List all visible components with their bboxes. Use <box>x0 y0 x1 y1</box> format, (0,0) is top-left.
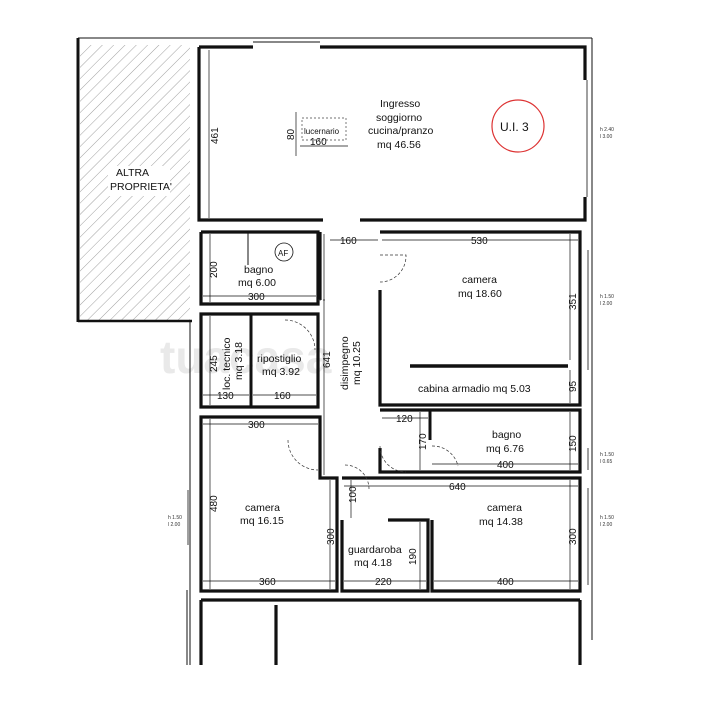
room-living-label: soggiorno <box>376 112 422 124</box>
doors <box>284 254 459 490</box>
dimension-label: 220 <box>375 577 392 588</box>
room-wardrobe-label: guardaroba <box>348 544 402 556</box>
other-property-label: PROPRIETA' <box>110 181 172 193</box>
room-bath2-area: mq 6.76 <box>486 443 524 455</box>
dimension-label: 160 <box>274 391 291 402</box>
dimension-label: 640 <box>449 482 466 493</box>
room-bedroom1-label: camera <box>462 274 497 286</box>
room-living-area: mq 46.56 <box>377 139 421 151</box>
window-note: h 1.50 <box>600 294 614 300</box>
watermark-text: tuacasa <box>160 331 332 383</box>
room-wardrobe-area: mq 4.18 <box>354 557 392 569</box>
dimension-label: 190 <box>408 548 419 565</box>
window-note: l 2.00 <box>600 522 612 528</box>
dimension-label: 170 <box>418 433 429 450</box>
dimension-label: 300 <box>326 528 337 545</box>
dimension-label: 400 <box>497 577 514 588</box>
dimension-label: 300 <box>248 292 265 303</box>
dimension-label: 160 <box>340 236 357 247</box>
dimension-label: 300 <box>248 420 265 431</box>
room-bedroom3-label: camera <box>487 502 522 514</box>
dimension-label: 641 <box>322 351 333 368</box>
dimension-label: 100 <box>348 486 359 503</box>
room-living-label: cucina/pranzo <box>368 125 434 137</box>
room-bedroom2-area: mq 16.15 <box>240 515 284 527</box>
dimension-label: 150 <box>568 435 579 452</box>
dimension-label: 200 <box>209 261 220 278</box>
window-note: h 1.50 <box>600 515 614 521</box>
skylight-label: lucernario <box>304 127 340 136</box>
skylight-height: 80 <box>286 128 297 140</box>
dimension-label: 461 <box>210 127 221 144</box>
unit-badge-label: U.I. 3 <box>500 120 529 134</box>
room-labels: Ingresso soggiorno cucina/pranzo mq 46.5… <box>221 98 531 569</box>
room-bath1-area: mq 6.00 <box>238 277 276 289</box>
room-tech-label: loc. tecnico <box>221 337 233 390</box>
window-note: l 3.00 <box>600 134 612 140</box>
dimension-label: 480 <box>209 495 220 512</box>
other-property-area: ALTRA PROPRIETA' <box>76 38 192 323</box>
skylight: lucernario 160 80 <box>286 112 348 156</box>
window-notes: h 2.40 l 3.00 h 1.50 l 2.00 h 1.50 l 0.6… <box>168 127 614 528</box>
window-note: h 1.50 <box>168 515 182 521</box>
skylight-width: 160 <box>310 137 327 148</box>
other-property-label: ALTRA <box>116 167 149 179</box>
room-tech-area: mq 3.18 <box>233 342 245 380</box>
room-bedroom2-label: camera <box>245 502 280 514</box>
af-marker: AF <box>274 242 294 262</box>
window-note: l 2.00 <box>600 301 612 307</box>
dimension-label: 400 <box>497 460 514 471</box>
dimension-label: 120 <box>396 414 413 425</box>
room-storage-label: ripostiglio <box>257 353 302 365</box>
window-note: l 0.65 <box>600 459 612 465</box>
dimension-label: 130 <box>217 391 234 402</box>
room-hall-area: mq 10.25 <box>351 341 363 385</box>
dimension-label: 245 <box>209 355 220 372</box>
window-note: h 2.40 <box>600 127 614 133</box>
dimension-lines: 461 160 530 200 300 351 245 130 160 641 … <box>203 50 579 589</box>
af-label: AF <box>278 249 288 258</box>
room-walkin-label: cabina armadio mq 5.03 <box>418 383 531 395</box>
walls <box>186 38 593 665</box>
room-bedroom3-area: mq 14.38 <box>479 516 523 528</box>
window-note: l 2.00 <box>168 522 180 528</box>
room-living-label: Ingresso <box>380 98 420 110</box>
dimension-label: 300 <box>568 528 579 545</box>
room-storage-area: mq 3.92 <box>262 366 300 378</box>
dimension-label: 351 <box>568 293 579 310</box>
dimension-label: 95 <box>568 380 579 392</box>
dimension-label: 360 <box>259 577 276 588</box>
dimension-label: 530 <box>471 236 488 247</box>
window-note: h 1.50 <box>600 452 614 458</box>
unit-badge: U.I. 3 <box>491 99 545 153</box>
room-bath2-label: bagno <box>492 429 521 441</box>
room-bedroom1-area: mq 18.60 <box>458 288 502 300</box>
room-bath1-label: bagno <box>244 264 273 276</box>
room-hall-label: disimpegno <box>339 336 351 390</box>
